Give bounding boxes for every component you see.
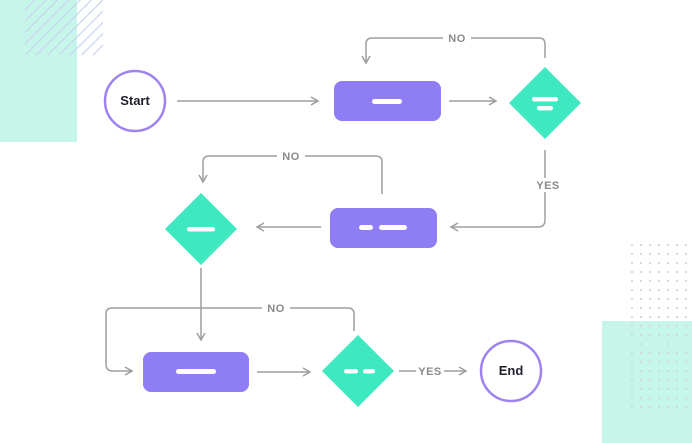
end-label: End — [499, 363, 524, 378]
decision-1-placeholder-bar-2 — [537, 106, 553, 111]
edge-label-yes-2: YES — [418, 366, 442, 378]
stripe-pattern — [25, 0, 103, 55]
start-label: Start — [120, 93, 150, 108]
dot-pattern-lower — [627, 321, 692, 411]
arrow-decision-3-no-loop — [105, 307, 355, 376]
decision-3-placeholder-bar-1 — [344, 369, 358, 374]
edge-label-no-2: NO — [282, 151, 300, 163]
decision-2-placeholder-bar — [187, 227, 215, 232]
decision-1-placeholder-bar-1 — [532, 97, 558, 102]
decision-3-placeholder-bar-2 — [363, 369, 375, 374]
decision-node-3 — [322, 335, 394, 407]
process-2-placeholder-bar-2 — [379, 225, 407, 230]
start-node — [103, 69, 167, 133]
edge-label-no-3: NO — [267, 303, 285, 315]
edge-label-no-1: NO — [448, 33, 466, 45]
dot-pattern-upper — [627, 240, 692, 325]
process-3-placeholder-bar — [176, 369, 216, 374]
end-node — [479, 339, 543, 403]
arrow-decision-1-yes — [449, 150, 546, 232]
process-2-placeholder-bar-1 — [359, 225, 373, 230]
decision-node-1 — [509, 67, 581, 139]
process-1-placeholder-bar — [372, 99, 402, 104]
edge-label-yes-1: YES — [536, 180, 560, 192]
